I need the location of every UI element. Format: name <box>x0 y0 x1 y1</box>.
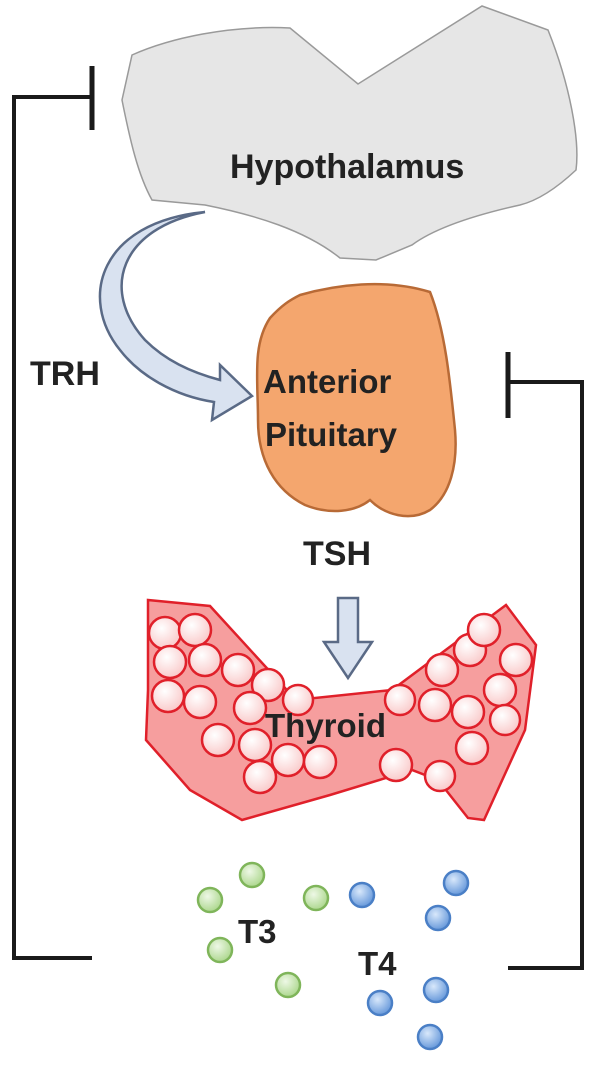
tsh-label: TSH <box>303 535 371 573</box>
follicle <box>242 759 278 795</box>
anterior-pituitary: Anterior Pituitary <box>255 282 457 518</box>
t3-molecule <box>238 861 266 889</box>
follicle <box>177 612 213 648</box>
t3-molecule <box>274 971 302 999</box>
t4-label: T4 <box>358 945 397 982</box>
t3-label: T3 <box>238 913 277 950</box>
trh-arrow-icon <box>98 210 255 423</box>
curved-arrow-icon <box>98 210 255 423</box>
follicle <box>200 722 236 758</box>
t4-molecules <box>348 869 470 1051</box>
follicle <box>152 644 188 680</box>
thyroid-label: Thyroid <box>265 707 386 744</box>
feedback-line-left <box>12 95 92 960</box>
pituitary-label-line1: Anterior <box>263 363 392 400</box>
t4-molecule <box>424 904 452 932</box>
follicle <box>147 615 183 651</box>
follicle <box>150 678 186 714</box>
follicle <box>250 667 286 703</box>
feedback-to-pituitary <box>505 352 584 970</box>
follicle <box>498 642 534 678</box>
tsh-arrow-icon <box>321 596 375 681</box>
follicle <box>450 694 486 730</box>
follicle <box>281 683 315 717</box>
t4-molecule <box>348 881 376 909</box>
follicle <box>232 690 268 726</box>
thyroid-follicles <box>147 612 534 795</box>
feedback-line-right <box>508 380 584 970</box>
follicle <box>270 742 306 778</box>
follicle <box>378 747 414 783</box>
t3-molecule <box>206 936 234 964</box>
hypothalamus: Hypothalamus <box>121 5 578 261</box>
t3-molecule <box>196 886 224 914</box>
thyroid: Thyroid <box>144 598 538 822</box>
pituitary-label-line2: Pituitary <box>265 416 398 453</box>
t4-molecule <box>416 1023 444 1051</box>
follicle <box>383 683 417 717</box>
t4-molecule <box>366 989 394 1017</box>
follicle <box>423 759 457 793</box>
t4-molecule <box>442 869 470 897</box>
follicle <box>187 642 223 678</box>
follicle <box>466 612 502 648</box>
hypothalamus-label: Hypothalamus <box>230 148 464 186</box>
feedback-to-hypothalamus <box>12 66 95 960</box>
follicle <box>417 687 453 723</box>
follicle <box>488 703 522 737</box>
follicle <box>182 684 218 720</box>
pituitary-shape <box>255 282 457 518</box>
t3-molecule <box>302 884 330 912</box>
follicle <box>454 730 490 766</box>
down-arrow-icon <box>321 596 375 681</box>
t4-molecule <box>422 976 450 1004</box>
follicle <box>482 672 518 708</box>
t3-molecules <box>196 861 330 999</box>
hypothalamus-shape <box>121 5 578 261</box>
follicle <box>424 652 460 688</box>
follicle <box>220 652 256 688</box>
trh-label: TRH <box>30 355 100 393</box>
follicle <box>302 744 338 780</box>
